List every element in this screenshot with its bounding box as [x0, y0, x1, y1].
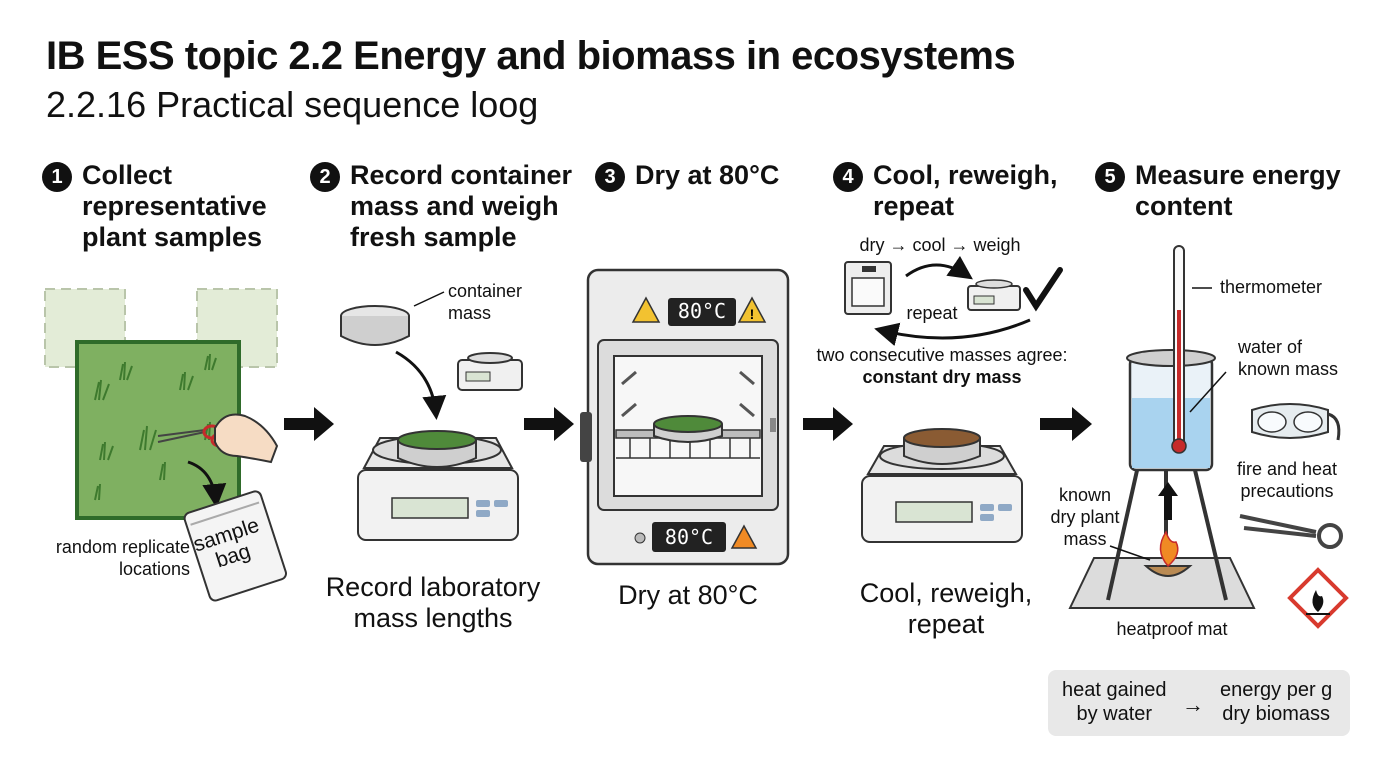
repeat-arrow — [874, 318, 1031, 347]
step-2-heading: 2 Record container mass and weigh fresh … — [310, 160, 572, 253]
hand-icon — [214, 413, 279, 464]
step-3-number: 3 — [595, 162, 625, 192]
dish-to-balance-arrow — [395, 350, 447, 420]
step-5-number: 5 — [1095, 162, 1125, 192]
step-2-caption: Record laboratory mass lengths — [325, 572, 541, 633]
precautions-label: fire and heat precautions — [1236, 459, 1338, 501]
goggles-icon — [1251, 403, 1341, 441]
svg-text:!: ! — [750, 306, 755, 322]
container-mass-label: container mass — [448, 281, 523, 323]
step-5-title: Measure energy content — [1135, 160, 1341, 221]
flow-arrow-4 — [1040, 407, 1092, 441]
tongs-icon — [1239, 514, 1343, 549]
mini-oven-icon — [844, 261, 892, 315]
flame-icon — [1159, 530, 1179, 568]
oven-display-top: 80°C — [677, 299, 727, 323]
balance-dry-sample-icon — [861, 428, 1023, 543]
crucible-icon — [1143, 565, 1193, 577]
mini-balance-icon — [967, 279, 1021, 311]
drying-oven-icon: ! — [580, 268, 790, 566]
flow-arrow-1 — [284, 407, 334, 441]
caution-warning-icon — [737, 296, 767, 323]
flow-arrow-3 — [803, 407, 853, 441]
formula-energy-per-g: energy per g dry biomass — [1220, 679, 1333, 725]
random-locations-label: random replicate locations — [55, 537, 190, 579]
oven-display-bottom: 80°C — [664, 525, 714, 549]
hot-surface-icon — [730, 524, 758, 549]
flow-arrows — [284, 407, 1092, 441]
constant-dry-mass-label: constant dry mass — [862, 367, 1022, 387]
check-icon — [1023, 267, 1063, 312]
formula-arrow-icon: → — [1182, 692, 1204, 717]
step-3-title: Dry at 80°C — [635, 160, 780, 190]
step-2-title: Record container mass and weigh fresh sa… — [350, 160, 573, 252]
step-1-title: Collect representative plant samples — [82, 160, 267, 252]
page-title: IB ESS topic 2.2 Energy and biomass in e… — [46, 34, 1016, 78]
container-leader-line — [413, 291, 445, 307]
balance-fresh-sample-icon — [357, 430, 519, 541]
to-bag-arrow — [187, 460, 227, 508]
container-dish-icon — [340, 305, 410, 346]
cycle-label: dry → cool → weigh — [859, 235, 1021, 255]
energy-formula-box: heat gained by water → energy per g dry … — [1048, 670, 1350, 736]
cycle-arrow — [905, 255, 973, 280]
step-2-number: 2 — [310, 162, 340, 192]
step-3-caption: Dry at 80°C — [618, 580, 758, 610]
agree-label: two consecutive masses agree: — [816, 345, 1068, 365]
page-subtitle: 2.2.16 Practical sequence loog — [46, 84, 539, 125]
step-4-caption: Cool, reweigh, repeat — [859, 578, 1033, 639]
heatproof-mat-label: heatproof mat — [1116, 619, 1228, 639]
small-balance-icon — [457, 352, 523, 391]
step-1-number: 1 — [42, 162, 72, 192]
water-label: water of known mass — [1238, 337, 1339, 379]
thermometer-label: thermometer — [1220, 277, 1323, 297]
step-1-heading: 1 Collect representative plant samples — [42, 160, 267, 253]
flammable-hazard-icon — [1287, 567, 1349, 629]
formula-heat-gained: heat gained by water — [1062, 679, 1167, 725]
heat-warning-icon — [631, 296, 661, 323]
step-5-heading: 5 Measure energy content — [1095, 160, 1341, 222]
sample-bag-icon — [183, 490, 288, 602]
step-4-title: Cool, reweigh, repeat — [873, 160, 1058, 221]
dry-plant-mass-label: known dry plant mass — [1050, 485, 1120, 549]
step-4-heading: 4 Cool, reweigh, repeat — [833, 160, 1058, 222]
flow-arrow-2 — [524, 407, 574, 441]
heat-up-arrow — [1158, 482, 1178, 520]
step-3-heading: 3 Dry at 80°C — [595, 160, 779, 192]
repeat-label: repeat — [906, 303, 958, 323]
step-4-number: 4 — [833, 162, 863, 192]
calorimeter-apparatus — [1068, 245, 1256, 609]
